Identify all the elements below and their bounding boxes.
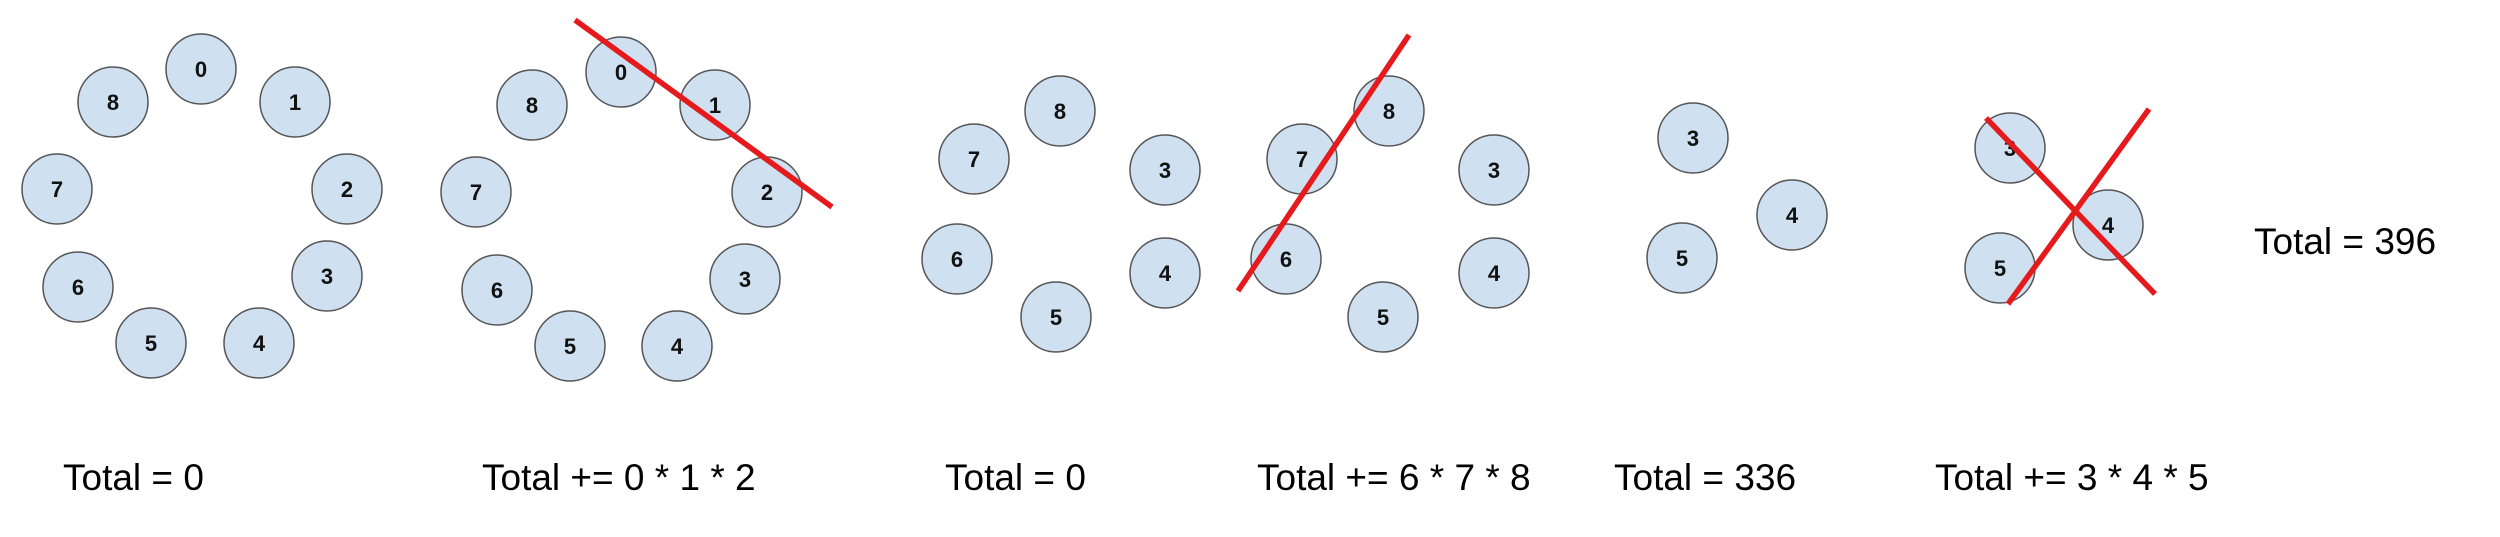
svg-text:6: 6 xyxy=(1280,247,1292,272)
node-5: 5 xyxy=(115,307,187,379)
panel-4: 8 3 4 5 6 7 Total += 6 * 7 * 8 xyxy=(1235,33,1531,498)
node-3: 3 xyxy=(1657,102,1729,174)
svg-text:3: 3 xyxy=(1159,158,1171,183)
svg-text:5: 5 xyxy=(564,334,576,359)
node-0: 0 xyxy=(585,36,657,108)
node-3: 3 xyxy=(709,243,781,315)
svg-text:3: 3 xyxy=(739,267,751,292)
node-8: 8 xyxy=(1024,75,1096,147)
node-4: 4 xyxy=(223,307,295,379)
panel-2: 0 1 2 3 4 5 6 7 8 Total += 0 * 1 * 2 xyxy=(440,17,834,498)
node-3: 3 xyxy=(1974,112,2046,184)
svg-text:5: 5 xyxy=(1377,305,1389,330)
svg-text:8: 8 xyxy=(1383,99,1395,124)
svg-text:5: 5 xyxy=(1050,305,1062,330)
svg-text:2: 2 xyxy=(761,180,773,205)
node-5: 5 xyxy=(1347,281,1419,353)
cut-line-a xyxy=(1984,116,2157,296)
caption-4: Total += 6 * 7 * 8 xyxy=(1257,457,1531,498)
node-4: 4 xyxy=(1458,237,1530,309)
svg-text:5: 5 xyxy=(1994,256,2006,281)
svg-text:3: 3 xyxy=(1687,126,1699,151)
node-4: 4 xyxy=(1756,179,1828,251)
node-1: 1 xyxy=(679,69,751,141)
panel-1: 0 1 2 3 4 5 6 7 8 Total = 0 xyxy=(21,33,383,498)
final-total: Total = 396 xyxy=(2254,221,2436,262)
svg-text:7: 7 xyxy=(968,147,980,172)
node-5: 5 xyxy=(1020,281,1092,353)
caption-6: Total += 3 * 4 * 5 xyxy=(1935,457,2209,498)
node-4: 4 xyxy=(641,310,713,382)
svg-text:6: 6 xyxy=(72,275,84,300)
node-3: 3 xyxy=(291,240,363,312)
node-0: 0 xyxy=(165,33,237,105)
node-4: 4 xyxy=(2072,189,2144,261)
cut-line-b xyxy=(2005,107,2152,306)
node-5: 5 xyxy=(1964,232,2036,304)
panel-6: 3 4 5 Total += 3 * 4 * 5 xyxy=(1935,107,2209,498)
svg-text:7: 7 xyxy=(470,180,482,205)
cut-line xyxy=(1235,33,1412,293)
svg-text:4: 4 xyxy=(1488,261,1501,286)
node-2: 2 xyxy=(731,156,803,228)
caption-3: Total = 0 xyxy=(945,457,1086,498)
svg-text:7: 7 xyxy=(51,177,63,202)
node-7: 7 xyxy=(21,153,93,225)
svg-text:8: 8 xyxy=(1054,99,1066,124)
caption-2: Total += 0 * 1 * 2 xyxy=(482,457,756,498)
svg-text:8: 8 xyxy=(526,93,538,118)
caption-5: Total = 336 xyxy=(1614,457,1796,498)
node-1: 1 xyxy=(259,66,331,138)
svg-text:2: 2 xyxy=(341,177,353,202)
node-8: 8 xyxy=(1353,75,1425,147)
node-4: 4 xyxy=(1129,237,1201,309)
svg-text:6: 6 xyxy=(491,278,503,303)
node-8: 8 xyxy=(77,66,149,138)
node-8: 8 xyxy=(496,69,568,141)
svg-text:1: 1 xyxy=(289,90,301,115)
panel-3: 8 3 4 5 6 7 Total = 0 xyxy=(921,75,1201,498)
svg-text:3: 3 xyxy=(1488,158,1500,183)
panel-5: 3 4 5 Total = 336 xyxy=(1614,102,1828,498)
node-6: 6 xyxy=(461,254,533,326)
caption-1: Total = 0 xyxy=(63,457,204,498)
svg-text:5: 5 xyxy=(145,331,157,356)
svg-text:6: 6 xyxy=(951,247,963,272)
svg-text:0: 0 xyxy=(195,57,207,82)
node-7: 7 xyxy=(440,156,512,228)
svg-text:5: 5 xyxy=(1676,246,1688,271)
node-7: 7 xyxy=(938,123,1010,195)
node-5: 5 xyxy=(534,310,606,382)
svg-text:4: 4 xyxy=(1159,261,1172,286)
svg-text:4: 4 xyxy=(2102,213,2115,238)
svg-text:4: 4 xyxy=(1786,203,1799,228)
svg-text:4: 4 xyxy=(671,334,684,359)
svg-text:8: 8 xyxy=(107,90,119,115)
svg-text:1: 1 xyxy=(709,93,721,118)
node-3: 3 xyxy=(1129,134,1201,206)
node-6: 6 xyxy=(921,223,993,295)
node-2: 2 xyxy=(311,153,383,225)
svg-text:3: 3 xyxy=(321,264,333,289)
node-6: 6 xyxy=(42,251,114,323)
cut-line xyxy=(573,17,834,210)
svg-text:4: 4 xyxy=(253,331,266,356)
svg-text:7: 7 xyxy=(1296,147,1308,172)
svg-text:0: 0 xyxy=(615,60,627,85)
node-3: 3 xyxy=(1458,134,1530,206)
node-5: 5 xyxy=(1646,222,1718,294)
